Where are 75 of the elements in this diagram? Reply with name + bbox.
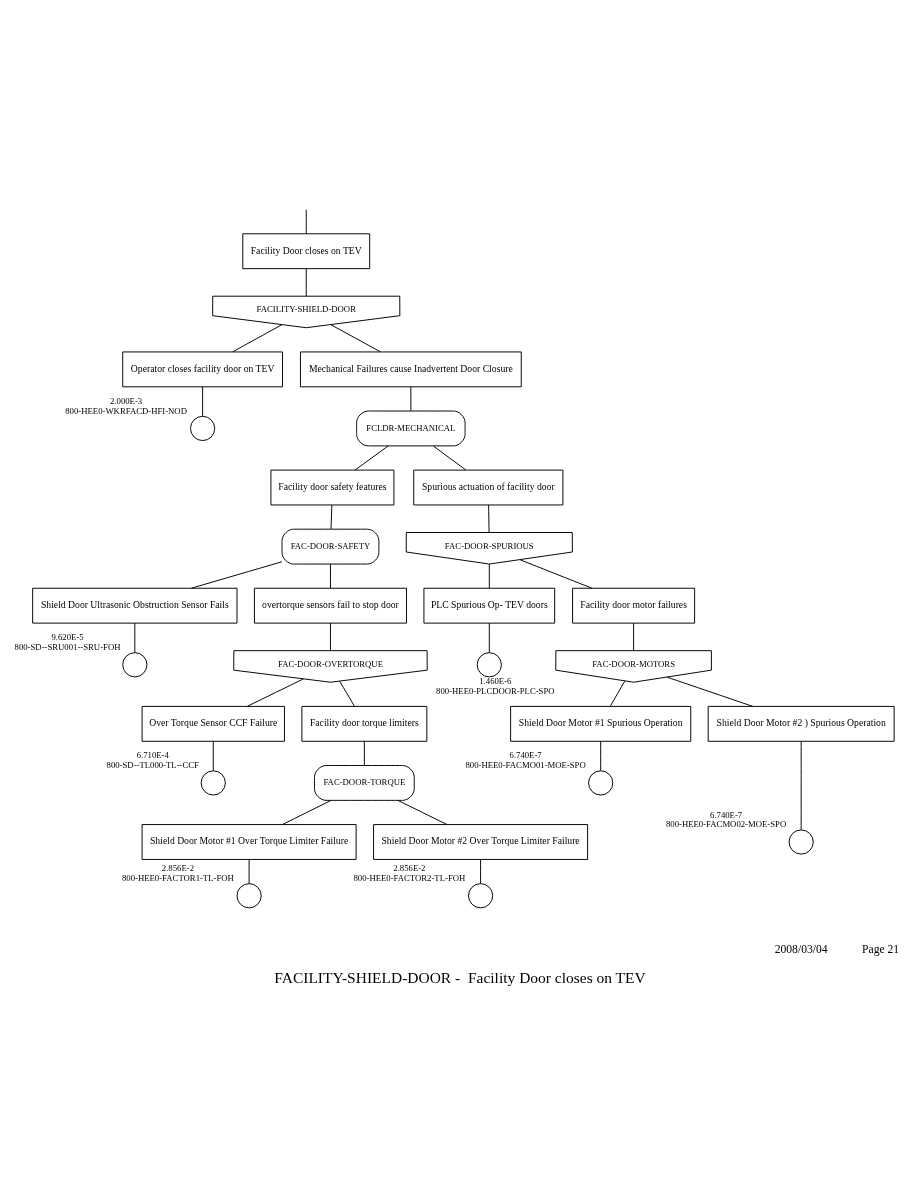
connector [397, 799, 448, 826]
node-box: FAC-DOOR-TORQUE [314, 765, 415, 801]
node-label: 800-HEE0-PLCDOOR-PLC-SPO [436, 685, 555, 696]
connector [246, 678, 304, 707]
connector [134, 622, 136, 653]
node-label: 2.856E-2 [393, 863, 426, 874]
connector [519, 559, 593, 589]
node-label: 9.620E-5 [51, 632, 84, 643]
connector [633, 622, 635, 652]
node-box: Mechanical Failures cause Inadvertent Door Closure [299, 351, 522, 388]
node-circle [588, 770, 614, 796]
node-box: Facility door safety features [270, 469, 395, 506]
connector [330, 504, 333, 530]
node-label: 800-HEE0-FACMO01-MOE-SPO [465, 760, 586, 771]
connector [354, 445, 389, 471]
node-box: Shield Door Ultrasonic Obstruction Sensor Fails [32, 587, 238, 624]
connector [202, 386, 204, 417]
connector [305, 209, 307, 235]
connector [305, 268, 307, 297]
node-box: Operator closes facility door on TEV [122, 351, 283, 388]
connector [248, 859, 250, 885]
connector [488, 563, 490, 589]
node-circle [236, 883, 262, 909]
connector [800, 741, 802, 831]
connector [191, 561, 283, 589]
connector [600, 740, 602, 772]
node-label: 800-SD--SRU001--SRU-FOH [14, 641, 121, 652]
node-box: Facility Door closes on TEV [242, 233, 371, 270]
connector [329, 622, 331, 652]
node-circle [476, 652, 502, 678]
node-box: FAC-DOOR-SAFETY [281, 528, 380, 565]
node-label: 6.710E-4 [136, 750, 169, 761]
connector [212, 740, 214, 772]
node-box: Shield Door Motor #1 Spurious Operation [510, 705, 692, 742]
connector [488, 622, 490, 653]
node-label: 6.740E-7 [509, 750, 542, 761]
node-box: Facility door torque limiters [301, 705, 428, 742]
connector [410, 386, 412, 412]
node-circle [190, 415, 216, 442]
connector [363, 740, 365, 766]
connector [330, 324, 381, 353]
connector [281, 799, 332, 826]
node-box: Facility door motor failures [572, 587, 696, 624]
node-circle [788, 829, 814, 855]
node-label: 800-HEE0-FACTOR2-TL-FOH [353, 872, 466, 883]
node-box: FCLDR-MECHANICAL [356, 410, 466, 447]
connector [666, 676, 754, 707]
connector [488, 504, 490, 533]
node-box: Shield Door Motor #2 Over Torque Limiter Failure [373, 824, 589, 860]
connector [329, 563, 331, 589]
node-box: Over Torque Sensor CCF Failure [141, 705, 285, 742]
node-box: overtorque sensors fail to stop door [253, 587, 407, 624]
diagram-title: FACILITY-SHIELD-DOOR - Facility Door closes on TEV [274, 969, 646, 987]
node-label: 800-HEE0-FACMO02-MOE-SPO [665, 819, 787, 830]
node-label: 6.740E-7 [710, 809, 743, 820]
node-label: 800-HEE0-FACTOR1-TL-FOH [121, 872, 234, 883]
label: Page 21 [862, 942, 900, 956]
connector [339, 680, 355, 707]
node-circle [468, 883, 494, 909]
connector [232, 324, 283, 353]
node-label: 2.000E-3 [110, 395, 143, 406]
node-circle [122, 652, 148, 678]
node-label: 800-SD--TL000-TL--CCF [106, 760, 199, 771]
connector [609, 680, 626, 707]
connector [480, 859, 482, 885]
node-box: Shield Door Motor #2 ) Spurious Operation [707, 705, 895, 742]
connector [432, 445, 467, 471]
node-label: 800-HEE0-WKRFACD-HFI-NOD [65, 405, 187, 416]
node-label: 2.856E-2 [161, 863, 194, 874]
node-circle [200, 770, 226, 796]
node-box: Spurious actuation of facility door [413, 469, 564, 506]
node-box: PLC Spurious Op- TEV doors [423, 587, 556, 624]
label: 2008/03/04 [774, 942, 828, 956]
node-box: Shield Door Motor #1 Over Torque Limiter Failure [141, 824, 357, 860]
node-label: 1.460E-6 [479, 675, 512, 686]
